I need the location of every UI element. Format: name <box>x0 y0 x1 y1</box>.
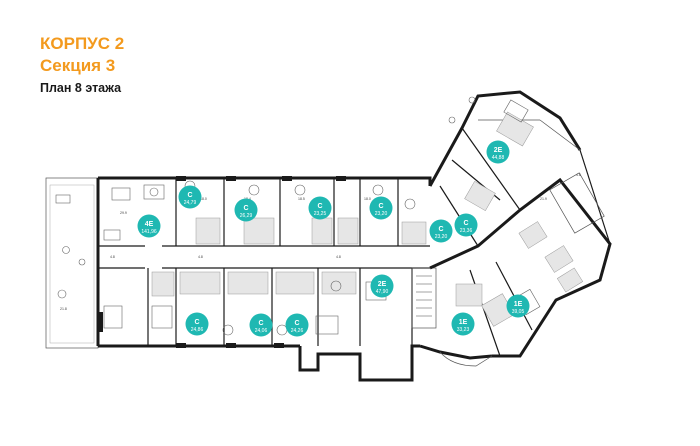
apartment-badge <box>185 312 209 336</box>
apartment-area: 24,06 <box>255 328 268 334</box>
apartment-type: С <box>378 203 383 210</box>
apartment-area: 24,26 <box>291 328 304 334</box>
floor-plan-title: План 8 этажа <box>40 81 122 95</box>
svg-text:4.8: 4.8 <box>576 173 581 177</box>
stair-core <box>411 267 437 329</box>
apartment-area: 26,29 <box>240 213 253 219</box>
apartment-c-2426[interactable]: С 24,26 <box>285 313 309 337</box>
apartment-type: 2Е <box>494 147 503 154</box>
apartment-c-2336[interactable]: С 23,36 <box>454 213 478 237</box>
apartment-type: С <box>258 320 263 327</box>
apartment-area: 24,79 <box>184 200 197 206</box>
apartment-type: С <box>294 320 299 327</box>
apartment-badge <box>486 140 510 164</box>
apartment-area: 33,23 <box>457 327 470 333</box>
apartment-2e-4790[interactable]: 2Е 47,90 <box>370 274 394 298</box>
apartment-badge <box>454 213 478 237</box>
apartment-c-2406[interactable]: С 24,06 <box>249 313 273 337</box>
apartment-badge <box>137 214 161 238</box>
apartment-badge <box>178 185 202 209</box>
svg-text:21.8: 21.8 <box>60 307 67 311</box>
apartment-badge <box>429 219 453 243</box>
svg-text:18.0: 18.0 <box>364 197 371 201</box>
title-block: КОРПУС 2 Секция 3 План 8 этажа <box>40 33 124 97</box>
apartment-badge <box>370 274 394 298</box>
apartment-type: С <box>317 203 322 210</box>
apartment-badge <box>451 312 475 336</box>
east-wing-walls <box>419 90 612 367</box>
apartment-type: 4Е <box>145 221 154 228</box>
svg-text:4.8: 4.8 <box>336 255 341 259</box>
apartment-type: 2Е <box>378 281 387 288</box>
apartment-badge <box>249 313 273 337</box>
left-terrace <box>45 177 99 349</box>
apartment-area: 141,96 <box>141 229 157 235</box>
apartment-badge <box>506 294 530 318</box>
apartment-badge <box>234 198 258 222</box>
apartment-area: 23,25 <box>314 211 327 217</box>
apartment-2e-4488[interactable]: 2Е 44,88 <box>486 140 510 164</box>
svg-text:4.8: 4.8 <box>110 255 115 259</box>
apartment-c-2320-b[interactable]: С 23,20 <box>429 219 453 243</box>
apartment-area: 47,90 <box>376 289 389 295</box>
apartment-type: С <box>187 192 192 199</box>
apartment-c-2320-a[interactable]: С 23,20 <box>369 196 393 220</box>
apartment-type: С <box>194 319 199 326</box>
apartment-c-2629[interactable]: С 26,29 <box>234 198 258 222</box>
apartment-type: 1Е <box>514 301 523 308</box>
apartment-area: 24,86 <box>191 327 204 333</box>
apartment-c-2486[interactable]: С 24,86 <box>185 312 209 336</box>
apartment-1e-3905[interactable]: 1Е 39,05 <box>506 294 530 318</box>
apartment-area: 44,88 <box>492 155 505 161</box>
apartment-type: 1Е <box>459 319 468 326</box>
svg-text:21.9: 21.9 <box>540 197 547 201</box>
svg-text:18.5: 18.5 <box>298 197 305 201</box>
section-title: Секция 3 <box>40 56 116 75</box>
apartment-area: 23,20 <box>375 211 388 217</box>
apartment-4e-141[interactable]: 4Е 141,96 <box>137 214 161 238</box>
apartment-badge <box>369 196 393 220</box>
apartment-area: 23,20 <box>435 234 448 240</box>
apartment-badge <box>285 313 309 337</box>
apartment-c-2479[interactable]: С 24,79 <box>178 185 202 209</box>
apartment-area: 39,05 <box>512 309 525 315</box>
apartment-type: С <box>463 220 468 227</box>
building-title: КОРПУС 2 <box>40 34 125 53</box>
apartment-type: С <box>438 226 443 233</box>
apartment-c-2325[interactable]: С 23,25 <box>308 196 332 220</box>
apartment-1e-3323[interactable]: 1Е 33,23 <box>451 312 475 336</box>
svg-text:29.9: 29.9 <box>120 211 127 215</box>
apartment-badge <box>308 196 332 220</box>
svg-text:18.0: 18.0 <box>200 197 207 201</box>
apartment-area: 23,36 <box>460 228 473 234</box>
apartment-type: С <box>243 205 248 212</box>
svg-text:4.8: 4.8 <box>198 255 203 259</box>
